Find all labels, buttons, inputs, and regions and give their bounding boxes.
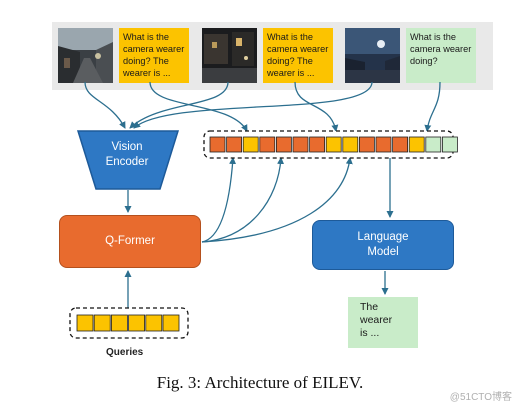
prompt-note-1: What is the camera wearer doing? The wea… xyxy=(119,28,189,83)
sequence-token-orange xyxy=(259,136,276,153)
prompt-2-line-4: wearer is ... xyxy=(267,68,315,78)
prompt-note-3: What is the camera wearer doing? xyxy=(406,28,476,83)
arrow-frame1-encoder xyxy=(84,81,126,129)
video-frame-3 xyxy=(345,28,400,83)
output-line-1: The xyxy=(360,301,379,313)
prompt-3-line-2: camera wearer xyxy=(410,44,472,54)
arrow-prompt1-strip xyxy=(149,81,248,132)
sequence-token-orange xyxy=(209,136,226,153)
output-line-3: is ... xyxy=(360,327,380,339)
arrow-qformer-strip-3 xyxy=(201,157,353,243)
prompt-note-2: What is the camera wearer doing? The wea… xyxy=(263,28,333,83)
qformer-label: Q-Former xyxy=(105,235,155,247)
prompt-2-line-2: camera wearer xyxy=(267,44,329,54)
language-model-line-2: Model xyxy=(367,246,399,258)
sequence-token-yellow xyxy=(242,136,259,153)
figure-caption: Fig. 3: Architecture of EILEV. xyxy=(156,373,364,392)
qformer-box: Q-Former xyxy=(59,215,201,268)
prompt-2-line-3: doing? The xyxy=(267,56,313,66)
language-model-box: Language Model xyxy=(312,220,454,270)
arrow-prompt2-strip xyxy=(294,81,339,132)
arrow-frame3-encoder xyxy=(133,81,373,129)
sequence-token-orange xyxy=(226,136,243,153)
video-frame-1 xyxy=(58,28,113,83)
sequence-token-yellow xyxy=(408,136,425,153)
prompt-2-line-1: What is the xyxy=(267,32,313,42)
arrow-qformer-strip-2 xyxy=(201,157,285,243)
query-token xyxy=(111,314,128,332)
arrow-prompt3-strip xyxy=(424,81,441,132)
query-tokens xyxy=(76,314,180,332)
prompt-3-line-3: doing? xyxy=(410,56,438,66)
query-token xyxy=(128,314,146,332)
vision-encoder-shape xyxy=(76,130,180,190)
watermark: @51CTO博客 xyxy=(449,392,512,403)
video-frame-2 xyxy=(202,28,257,83)
sequence-token-orange xyxy=(358,136,375,153)
query-token xyxy=(76,314,94,332)
sequence-token-yellow xyxy=(342,136,359,153)
prompt-3-line-1: What is the xyxy=(410,32,456,42)
sequence-token-green xyxy=(425,136,442,153)
prompt-1-line-1: What is the xyxy=(123,32,169,42)
sequence-token-yellow xyxy=(325,136,342,153)
vision-encoder-line-1: Vision xyxy=(111,141,143,153)
sequence-token-orange xyxy=(375,136,392,153)
prompt-1-line-2: camera wearer xyxy=(123,44,185,54)
query-token xyxy=(162,314,180,332)
vision-encoder-label: Vision Encoder xyxy=(77,140,177,170)
vision-encoder-line-2: Encoder xyxy=(105,156,149,168)
query-token xyxy=(93,314,111,332)
output-line-2: wearer xyxy=(360,314,393,326)
language-model-line-1: Language xyxy=(357,231,409,243)
sequence-token-orange xyxy=(309,136,326,153)
output-text-box: The wearer is ... xyxy=(348,297,418,348)
arrow-qformer-strip-1 xyxy=(201,157,237,243)
arrow-frame2-encoder xyxy=(129,81,229,129)
query-token xyxy=(145,314,163,332)
token-sequence xyxy=(209,136,458,153)
sequence-token-orange xyxy=(392,136,409,153)
prompt-1-line-3: doing? The xyxy=(123,56,169,66)
sequence-token-orange xyxy=(275,136,292,153)
prompt-1-line-4: wearer is ... xyxy=(123,68,171,78)
sequence-token-orange xyxy=(292,136,309,153)
sequence-token-green xyxy=(441,136,458,153)
queries-label: Queries xyxy=(106,347,144,358)
